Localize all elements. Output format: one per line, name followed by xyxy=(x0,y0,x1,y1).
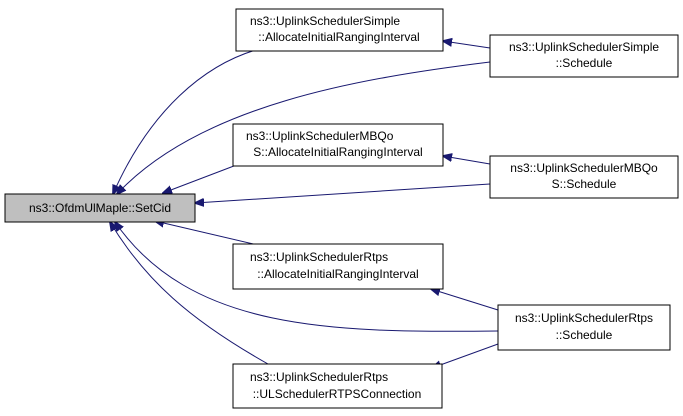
edge-mbqos-sched-to-mbqos-airi xyxy=(443,156,491,165)
node-rtps-schedule[interactable]: ns3::UplinkSchedulerRtps ::Schedule xyxy=(497,304,671,351)
node-root[interactable]: ns3::OfdmUlMaple::SetCid xyxy=(4,193,196,223)
node-box xyxy=(4,193,196,223)
edge-simple-sched-to-simple-airi xyxy=(443,41,491,49)
node-box xyxy=(232,243,444,290)
edge-rtps-conn-to-root xyxy=(110,222,269,365)
node-label-line2: ::ULSchedulerRTPSConnection xyxy=(253,387,422,401)
node-label-line2: ::AllocateInitialRangingInterval xyxy=(258,30,419,44)
edges xyxy=(110,41,499,368)
node-box xyxy=(489,34,679,78)
node-rtps-allocate-initial-ranging-interval[interactable]: ns3::UplinkSchedulerRtps ::AllocateIniti… xyxy=(232,243,444,290)
node-box xyxy=(232,123,444,167)
edge-mbqos-sched-to-root xyxy=(195,183,491,203)
node-box xyxy=(497,304,671,351)
edge-simple-sched-to-root xyxy=(117,61,491,194)
edge-rtps-sched-to-rtps-airi xyxy=(431,289,499,311)
node-label-line2: ::AllocateInitialRangingInterval xyxy=(257,267,418,281)
node-label-line1: ns3::UplinkSchedulerSimple xyxy=(509,40,659,54)
node-label-line1: ns3::UplinkSchedulerRtps xyxy=(250,250,388,264)
node-box xyxy=(489,155,679,199)
node-simple-schedule[interactable]: ns3::UplinkSchedulerSimple ::Schedule xyxy=(489,34,679,78)
edge-rtps-sched-to-rtps-conn xyxy=(432,343,499,368)
node-label-line1: ns3::UplinkSchedulerSimple xyxy=(250,14,400,28)
node-box xyxy=(232,363,443,409)
node-rtps-ul-scheduler-rtps-connection[interactable]: ns3::UplinkSchedulerRtps ::ULSchedulerRT… xyxy=(232,363,443,409)
node-simple-allocate-initial-ranging-interval[interactable]: ns3::UplinkSchedulerSimple ::AllocateIni… xyxy=(235,8,444,52)
edge-simple-airi-to-root xyxy=(113,48,260,194)
node-label-line1: ns3::UplinkSchedulerMBQo xyxy=(510,161,658,175)
node-label-line1: ns3::UplinkSchedulerRtps xyxy=(515,311,653,325)
node-box xyxy=(235,8,444,52)
edge-rtps-sched-to-root xyxy=(115,222,499,332)
node-label-line2: ::Schedule xyxy=(556,56,613,70)
node-mbqos-allocate-initial-ranging-interval[interactable]: ns3::UplinkSchedulerMBQo S::AllocateInit… xyxy=(232,123,444,167)
node-label-line2: S::Schedule xyxy=(552,177,617,191)
node-label-line1: ns3::UplinkSchedulerRtps xyxy=(250,370,388,384)
node-label-line1: ns3::UplinkSchedulerMBQo xyxy=(246,129,394,143)
node-label-line2: ::Schedule xyxy=(556,328,613,342)
node-label: ns3::OfdmUlMaple::SetCid xyxy=(29,201,171,215)
node-label-line2: S::AllocateInitialRangingInterval xyxy=(253,145,422,159)
node-mbqos-schedule[interactable]: ns3::UplinkSchedulerMBQo S::Schedule xyxy=(489,155,679,199)
edge-rtps-airi-to-root xyxy=(155,221,263,247)
